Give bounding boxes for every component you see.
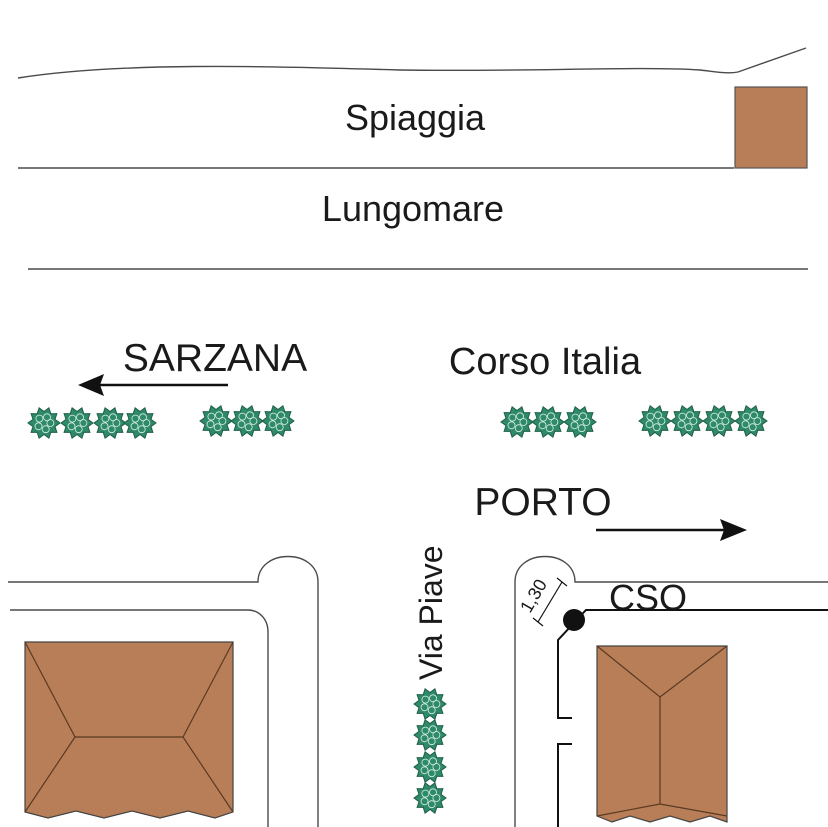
right-building <box>596 645 728 823</box>
tree-icon <box>413 781 447 815</box>
tree-icon <box>413 687 447 721</box>
tree-icon <box>123 406 157 440</box>
tree-icon <box>230 404 264 438</box>
tree-icon <box>413 718 447 752</box>
dimension-line <box>532 577 568 627</box>
tree-icon <box>734 404 768 438</box>
tree-icon <box>27 406 61 440</box>
point-label: CSO <box>609 577 687 618</box>
beach-building <box>734 86 808 169</box>
arrow-right-icon <box>596 519 747 541</box>
tree-icon <box>563 405 597 439</box>
tree-icon <box>60 406 94 440</box>
side-street-label: Via Piave <box>413 545 449 680</box>
tree-icon <box>531 405 565 439</box>
tree-icon <box>500 405 534 439</box>
main-street-label: Corso Italia <box>449 341 642 383</box>
right-block-curb-lower <box>557 743 572 827</box>
right-block-curb <box>557 609 828 719</box>
left-block-inner-edge <box>10 609 269 827</box>
tree-icon <box>638 404 672 438</box>
direction-sarzana-label: SARZANA <box>123 337 307 380</box>
tree-icon <box>261 404 295 438</box>
promenade-label: Lungomare <box>322 188 504 229</box>
tree-icon <box>199 404 233 438</box>
tree-icon <box>670 404 704 438</box>
tree-icon <box>93 406 127 440</box>
arrow-left-icon <box>78 374 228 396</box>
left-block-outer-edge <box>8 555 319 827</box>
right-block-outer-edge <box>514 555 828 827</box>
left-building <box>24 641 234 819</box>
direction-porto-label: PORTO <box>474 481 611 524</box>
beach-label: Spiaggia <box>345 97 486 138</box>
point-marker-icon <box>563 609 585 631</box>
tree-column <box>413 687 447 815</box>
tree-icon <box>702 404 736 438</box>
shoreline <box>17 47 807 79</box>
tree-row <box>27 404 768 440</box>
tree-icon <box>413 750 447 784</box>
